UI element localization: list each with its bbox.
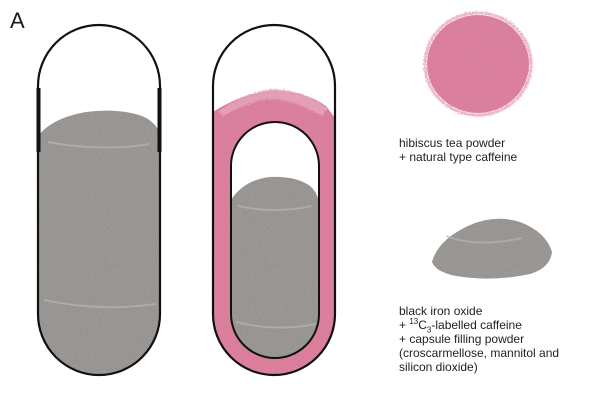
pink-caption-line-1: hibiscus tea powder xyxy=(399,136,517,150)
gray-powder-caption: black iron oxide + 13C3-labelled caffein… xyxy=(399,304,559,374)
isotope-mass: 13 xyxy=(409,317,418,326)
gray-caption-line-2: + 13C3-labelled caffeine xyxy=(399,318,559,332)
gray-caption-line-3: + capsule filling powder xyxy=(399,332,559,346)
gray-powder-swatch xyxy=(432,219,552,279)
gray-caption-line-1: black iron oxide xyxy=(399,304,559,318)
gray-caption-line-4: (croscarmellose, mannitol and xyxy=(399,346,559,360)
panel-label: A xyxy=(10,10,25,32)
capsule-gray-only xyxy=(38,25,160,380)
pink-powder-swatch xyxy=(425,13,531,115)
pink-caption-line-2: + natural type caffeine xyxy=(399,150,517,164)
isotope-element: C xyxy=(418,318,427,332)
capsule-in-capsule xyxy=(213,25,335,380)
pink-powder-caption: hibiscus tea powder + natural type caffe… xyxy=(399,136,517,164)
gray-caption-line-5: silicon dioxide) xyxy=(399,360,559,374)
gray-caption-suffix: -labelled caffeine xyxy=(431,318,522,332)
gray-caption-prefix: + xyxy=(399,318,409,332)
